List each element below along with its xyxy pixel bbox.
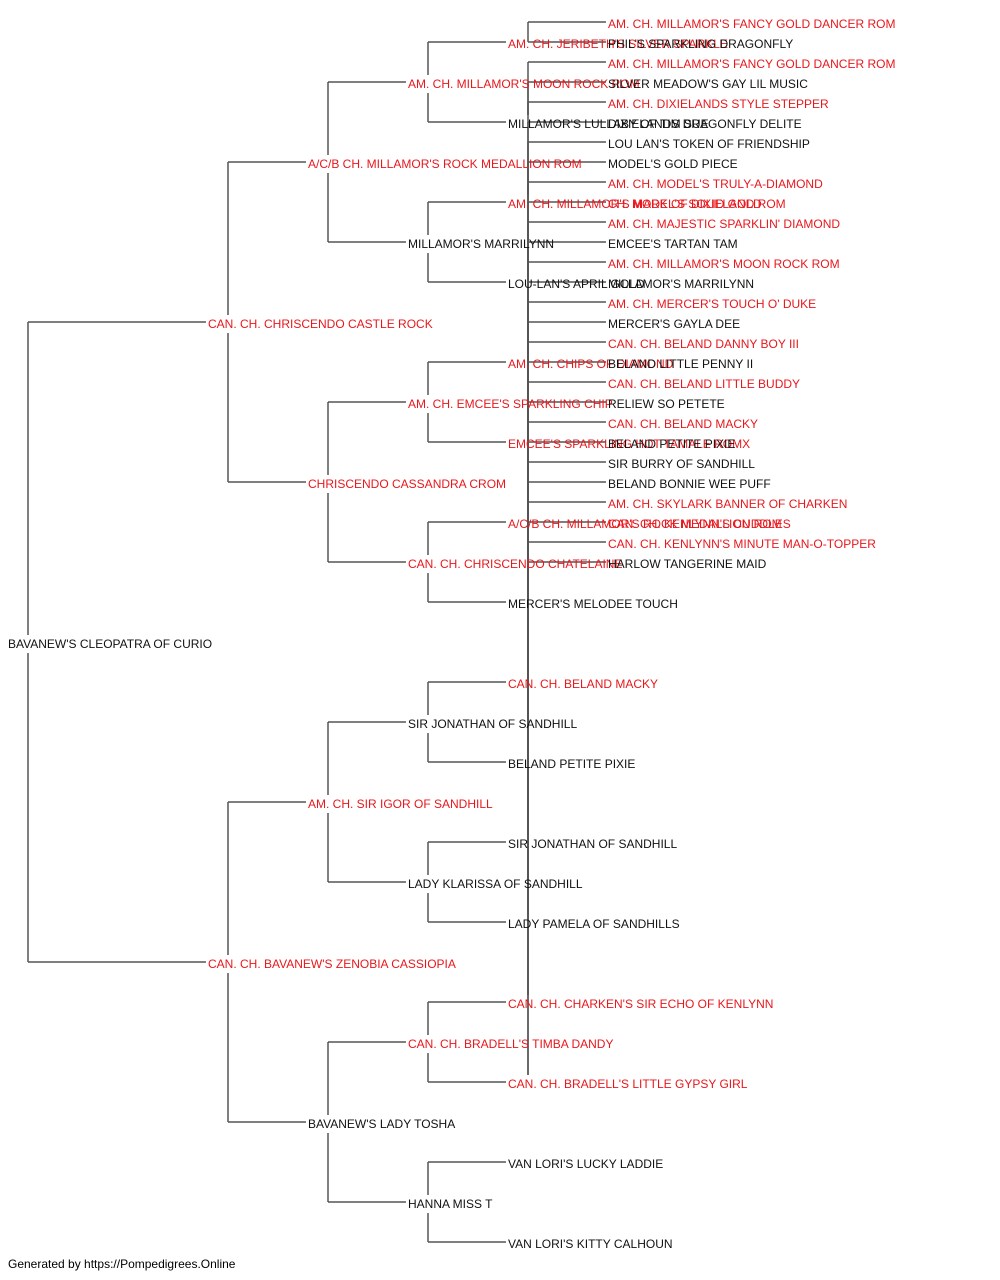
ancestor-name: BELAND BONNIE WEE PUFF — [608, 477, 771, 491]
ancestor-name: RELIEW SO PETETE — [608, 397, 725, 411]
ancestor-name: BELAND LITTLE PENNY II — [608, 357, 753, 371]
ancestor-name: AM. CH. MAJESTIC SPARKLIN' DIAMOND — [608, 217, 840, 231]
ancestor-name: SIR BURRY OF SANDHILL — [608, 457, 755, 471]
ancestor-name: SILVER MEADOW'S GAY LIL MUSIC — [608, 77, 808, 91]
ancestor-name: CAN. CH. BELAND MACKY — [508, 677, 658, 691]
ancestor-name: EMCEE'S SPARKLING HOT TAMALE ROMX — [508, 437, 750, 451]
ancestor-name: LOU LAN'S TOKEN OF FRIENDSHIP — [608, 137, 810, 151]
ancestor-name: CAN. CH. CHRISCENDO CHATELAINE — [408, 557, 622, 571]
ancestor-name: DIXIELANDS DRAGONFLY DELITE — [608, 117, 802, 131]
ancestor-name: CAN. CH. BAVANEW'S ZENOBIA CASSIOPIA — [208, 957, 456, 971]
ancestor-name: MODEL'S GOLD PIECE — [608, 157, 738, 171]
ancestor-name: SIR JONATHAN OF SANDHILL — [408, 717, 577, 731]
ancestor-name: AM. CH. MILLAMOR'S MARK OF DIXIELAND ROM — [508, 197, 786, 211]
ancestor-name: MILLAMOR'S MARRILYNN — [408, 237, 554, 251]
ancestor-name: AM. CH. CHIPS OF DIAMOND — [508, 357, 674, 371]
ancestor-name: AM. CH. DIXIELANDS STYLE STEPPER — [608, 97, 829, 111]
ancestor-name: A/C/B CH. MILLAMOR'S ROCK MEDALLION ROM — [308, 157, 582, 171]
ancestor-name: CAN. CH. BELAND DANNY BOY III — [608, 337, 799, 351]
ancestor-name: LADY PAMELA OF SANDHILLS — [508, 917, 680, 931]
subject-dog-name: BAVANEW'S CLEOPATRA OF CURIO — [8, 637, 212, 651]
ancestor-name: AM. CH. MILLAMOR'S FANCY GOLD DANCER ROM — [608, 17, 895, 31]
ancestor-name: AM. CH. MILLAMOR'S MOON ROCK ROM — [408, 77, 640, 91]
ancestor-name: AM. CH. MERCER'S TOUCH O' DUKE — [608, 297, 816, 311]
ancestor-name: HARLOW TANGERINE MAID — [608, 557, 767, 571]
ancestor-name: CAN. CH. BRADELL'S TIMBA DANDY — [408, 1037, 613, 1051]
ancestor-name: BELAND PETITE PIXIE — [608, 437, 735, 451]
ancestor-name: CHRISCENDO CASSANDRA CROM — [308, 477, 506, 491]
ancestor-name: AM. CH. MODEL'S TRULY-A-DIAMOND — [608, 177, 823, 191]
ancestor-name: VAN LORI'S KITTY CALHOUN — [508, 1237, 673, 1251]
ancestor-name: A/C/B CH. MILLAMOR'S ROCK MEDALLION ROM — [508, 517, 782, 531]
footer-credit: Generated by https://Pompedigrees.Online — [8, 1257, 236, 1271]
ancestor-name: AM. CH. MILLAMOR'S MOON ROCK ROM — [608, 257, 840, 271]
ancestor-name: CAN. CH. CHARKEN'S SIR ECHO OF KENLYNN — [508, 997, 773, 1011]
ancestor-name: CAN. CH. BRADELL'S LITTLE GYPSY GIRL — [508, 1077, 748, 1091]
ancestor-name: SIR JONATHAN OF SANDHILL — [508, 837, 677, 851]
ancestor-name: MILLAMOR'S LULLABY OF TIM SUE — [508, 117, 709, 131]
ancestor-name: AM. CH. MILLAMOR'S FANCY GOLD DANCER ROM — [608, 57, 895, 71]
ancestor-name: BELAND PETITE PIXIE — [508, 757, 635, 771]
ancestor-name: LOU-LAN'S APRIL GOLD — [508, 277, 645, 291]
ancestor-name: CAN. CH. CHRISCENDO CASTLE ROCK — [208, 317, 433, 331]
ancestor-name: MILLAMOR'S MARRILYNN — [608, 277, 754, 291]
ancestor-name: EMCEE'S TARTAN TAM — [608, 237, 738, 251]
ancestor-name: MERCER'S GAYLA DEE — [608, 317, 740, 331]
ancestor-name: MERCER'S MELODEE TOUCH — [508, 597, 678, 611]
ancestor-name: CAN. CH. BELAND LITTLE BUDDY — [608, 377, 800, 391]
ancestor-name: BAVANEW'S LADY TOSHA — [308, 1117, 455, 1131]
ancestor-name: AM. CH. EMCEE'S SPARKLING CHIP — [408, 397, 613, 411]
ancestor-name: CH. MODEL'S SOLID GOLD — [608, 197, 762, 211]
ancestor-name: AM. CH. SKYLARK BANNER OF CHARKEN — [608, 497, 847, 511]
ancestor-name: VAN LORI'S LUCKY LADDIE — [508, 1157, 663, 1171]
ancestor-name: AM. CH. JERIBETH'S SILVER SPARKLE — [508, 37, 728, 51]
ancestor-name: HANNA MISS T — [408, 1197, 493, 1211]
ancestor-name: AM. CH. SIR IGOR OF SANDHILL — [308, 797, 493, 811]
ancestor-name: CAN. CH. KENLYNN'S MINUTE MAN-O-TOPPER — [608, 537, 876, 551]
ancestor-name: CAN. CH. KENLYNN'S CUDDLES — [608, 517, 791, 531]
ancestor-name: PHIL'S SPARKLING DRAGONFLY — [608, 37, 793, 51]
ancestor-name: CAN. CH. BELAND MACKY — [608, 417, 758, 431]
ancestor-name: LADY KLARISSA OF SANDHILL — [408, 877, 583, 891]
